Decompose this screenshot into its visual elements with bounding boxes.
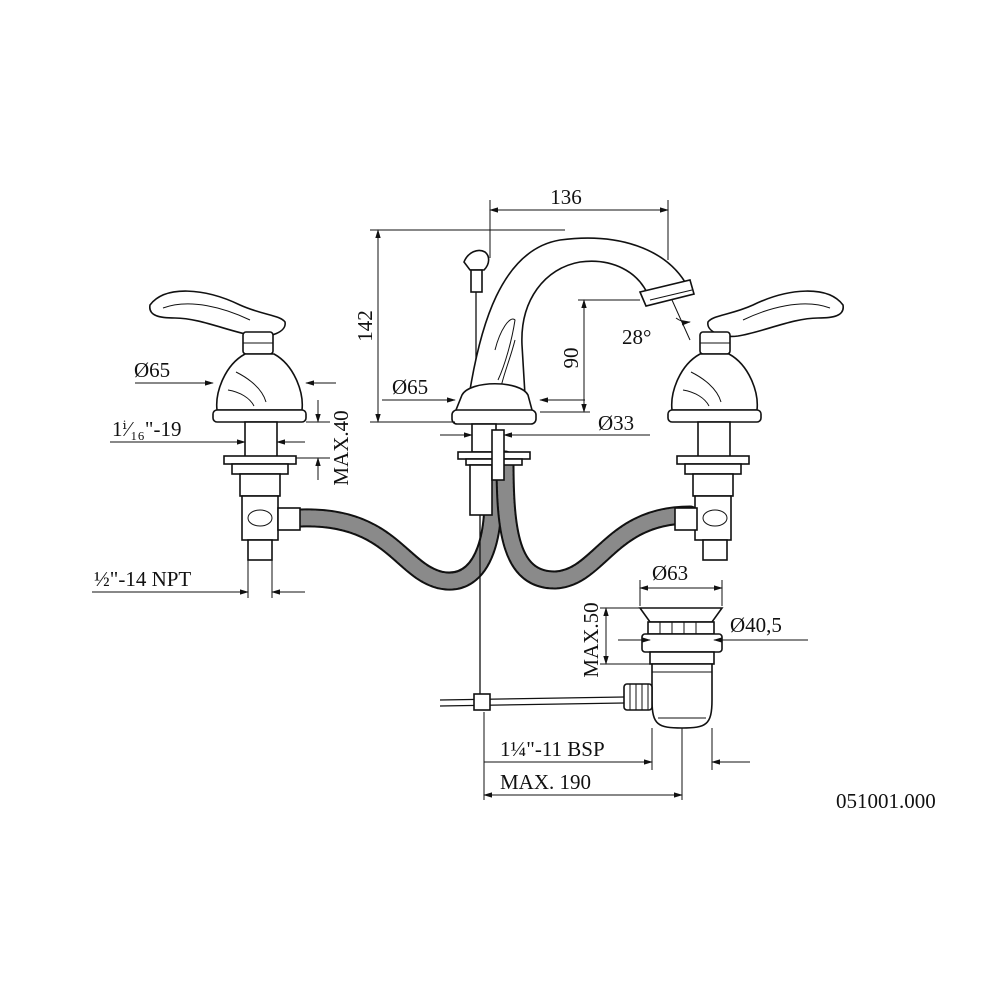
dim-drain-body-diameter: Ø40,5 <box>730 613 782 637</box>
dim-supply-thread: ½"-14 NPT <box>94 567 191 591</box>
popup-drain <box>439 607 724 729</box>
dim-handle-thread: 1ⁱ⁄₁₆"-19 <box>112 417 181 441</box>
left-valve <box>149 290 307 561</box>
dim-spout-base-diameter: Ø65 <box>392 375 428 399</box>
dimensions <box>92 200 808 800</box>
dim-handle-max-deck: MAX.40 <box>329 410 353 485</box>
dim-spout-reach: 136 <box>550 185 582 209</box>
right-lever <box>707 290 844 338</box>
drain-flange <box>638 607 724 623</box>
dim-spout-shank-diameter: Ø33 <box>598 411 634 435</box>
dim-handle-base-diameter: Ø65 <box>134 358 170 382</box>
dim-drain-max-deck: MAX.50 <box>579 602 603 677</box>
part-number: 051001.000 <box>836 789 936 813</box>
right-handle-body <box>670 353 759 411</box>
left-lever <box>149 290 286 338</box>
right-valve <box>667 290 844 561</box>
spout-arc <box>469 237 692 396</box>
dim-spout-angle: 28° <box>622 325 651 349</box>
hoses <box>290 450 700 591</box>
dim-drain-flange-diameter: Ø63 <box>652 561 688 585</box>
left-handle-body <box>215 353 304 411</box>
popup-knob <box>463 249 490 271</box>
dim-overall-height: 142 <box>353 310 377 342</box>
dimension-labels: 136 142 90 28° Ø65 Ø33 Ø65 1ⁱ⁄₁₆"-19 MAX… <box>94 185 936 813</box>
dim-drain-thread: 1¼"-11 BSP <box>500 737 605 761</box>
dim-drain-rod-max: MAX. 190 <box>500 770 591 794</box>
dim-spout-height: 90 <box>559 348 583 369</box>
spout <box>451 237 695 705</box>
